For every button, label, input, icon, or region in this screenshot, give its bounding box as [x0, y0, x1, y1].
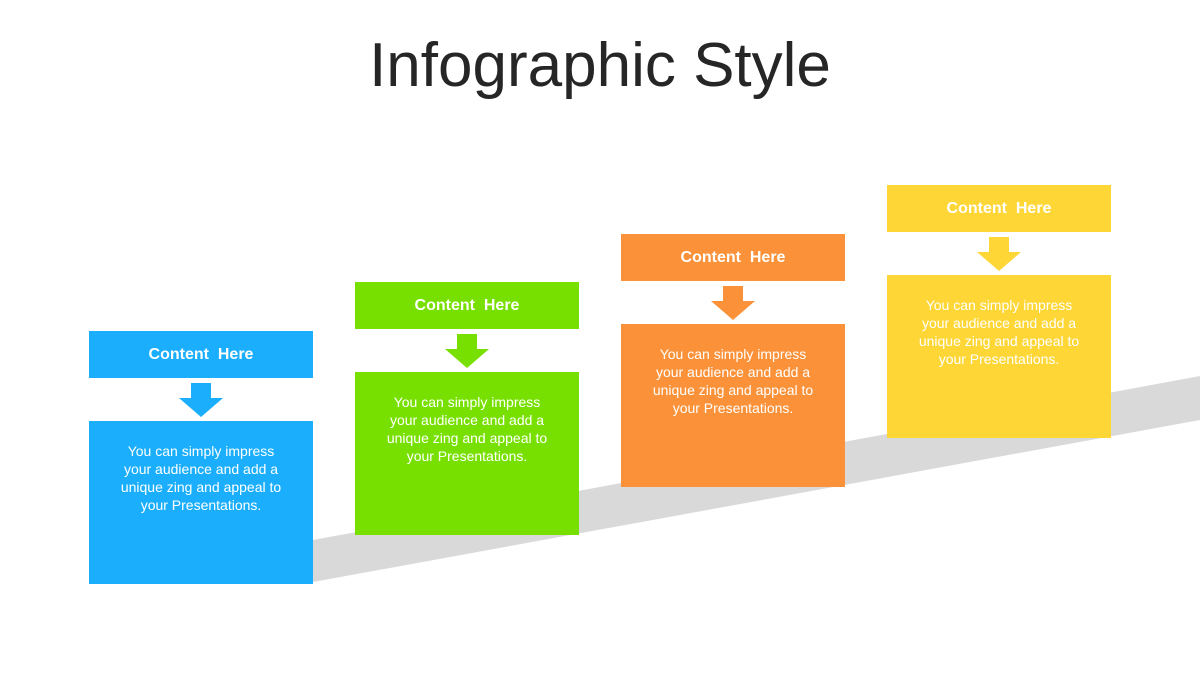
step-body: You can simply impress your audience and… — [355, 372, 579, 535]
step-body: You can simply impress your audience and… — [887, 275, 1111, 438]
step-body: You can simply impress your audience and… — [89, 421, 313, 584]
arrow-down-icon — [445, 334, 489, 368]
arrow-down-icon — [977, 237, 1021, 271]
step-header: Content Here — [355, 282, 579, 329]
step-body: You can simply impress your audience and… — [621, 324, 845, 487]
arrow-down-icon — [179, 383, 223, 417]
arrow-down-icon — [711, 286, 755, 320]
slide-title: Infographic Style — [369, 31, 831, 100]
step-header: Content Here — [621, 234, 845, 281]
step-header: Content Here — [887, 185, 1111, 232]
step-header: Content Here — [89, 331, 313, 378]
